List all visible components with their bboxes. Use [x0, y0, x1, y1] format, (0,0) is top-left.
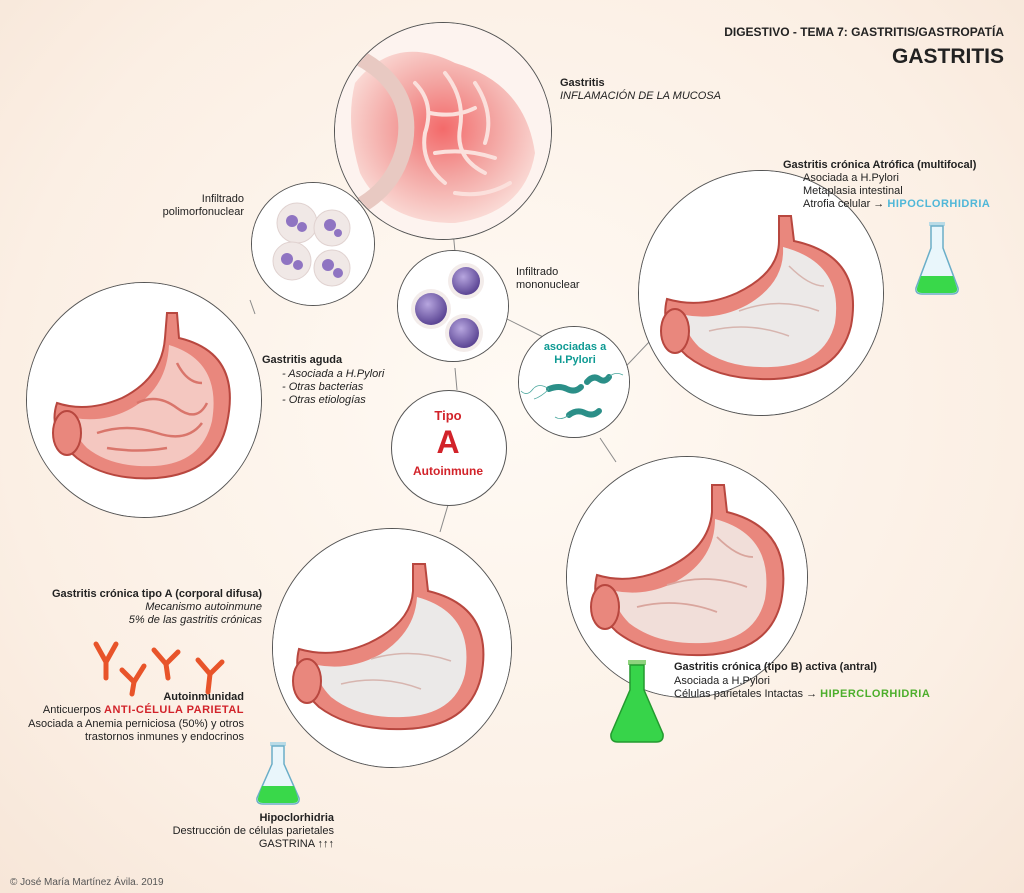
acute-gastritis-circle: [26, 282, 262, 518]
copyright: © José María Martínez Ávila. 2019: [10, 877, 164, 888]
poly-label-2: polimorfonuclear: [162, 206, 244, 218]
type-b-title: Gastritis crónica (tipo B) activa (antra…: [674, 661, 877, 673]
atrophic-line-2: Metaplasia intestinal: [803, 185, 903, 197]
type-b-gastritis-circle: [566, 456, 808, 698]
flask-icon: [610, 660, 664, 743]
chronic-a-line-1: Mecanismo autoinmune: [145, 601, 262, 613]
autoinmune-label: Autoinmune: [413, 464, 483, 478]
type-b-line-1: Asociada a H.Pylori: [674, 675, 770, 687]
hypo-line-1: Destrucción de células parietales: [172, 825, 334, 837]
atrophic-gastritis-circle: [638, 170, 884, 416]
hpylori-label-1: asociadas a: [543, 341, 607, 353]
page-title: GASTRITIS: [891, 45, 1004, 68]
mono-label-1: Infiltrado: [516, 266, 559, 278]
stomach-icon: [273, 529, 511, 767]
center-title: Gastritis: [560, 77, 605, 89]
chronic-a-title: Gastritis crónica tipo A (corporal difus…: [51, 588, 262, 600]
anti-celula-parietal-highlight: ANTI-CÉLULA PARIETAL: [104, 704, 244, 716]
lymphocyte-icon: [398, 251, 508, 361]
tipo-letter: A: [436, 424, 460, 460]
autoimmunity-line-1: Anticuerpos ANTI-CÉLULA PARIETAL: [42, 704, 244, 716]
stomach-icon: [567, 457, 807, 697]
bacteria-icon: [519, 327, 629, 437]
chronic-a-line-2: 5% de las gastritis crónicas: [128, 614, 262, 626]
autoimmunity-line-3: trastornos inmunes y endocrinos: [85, 731, 244, 743]
mononuclear-circle: [397, 250, 509, 362]
autoimmunity-title: Autoinmunidad: [163, 691, 244, 703]
hypo-line-2: GASTRINA ↑↑↑: [258, 838, 334, 850]
acute-title: Gastritis aguda: [262, 354, 343, 366]
flask-icon: [915, 222, 959, 295]
acute-item: - Otras etiologías: [282, 394, 366, 406]
hpylori-label-2: H.Pylori: [554, 354, 596, 366]
hiperclorhidria-highlight: HIPERCLORHIDRIA: [820, 688, 931, 700]
hypo-title: Hipoclorhidria: [259, 812, 334, 824]
hpylori-circle: [518, 326, 630, 438]
acute-item: - Otras bacterias: [282, 381, 364, 393]
atrophic-line-1: Asociada a H.Pylori: [803, 172, 899, 184]
mucosa-circle: [334, 22, 552, 240]
neutrophil-icon: [252, 183, 374, 305]
stomach-icon: [639, 171, 883, 415]
tipo-a-circle: [391, 390, 507, 506]
tipo-label: Tipo: [434, 408, 462, 423]
hipoclorhidria-highlight: HIPOCLORHIDRIA: [887, 198, 991, 210]
poly-label-1: Infiltrado: [201, 193, 244, 205]
acute-item: - Asociada a H.Pylori: [282, 368, 385, 380]
flask-icon: [256, 742, 300, 805]
mono-label-2: mononuclear: [516, 279, 580, 291]
type-b-line-2: Células parietales Intactas → HIPERCLORH…: [674, 688, 931, 700]
header-subtitle: DIGESTIVO - TEMA 7: GASTRITIS/GASTROPATÍ…: [724, 25, 1004, 39]
antibody-icon: [93, 641, 225, 697]
autoimmunity-line-2: Asociada a Anemia perniciosa (50%) y otr…: [28, 718, 244, 730]
stomach-icon: [27, 283, 261, 517]
polymorphonuclear-circle: [251, 182, 375, 306]
atrophic-line-3: Atrofia celular → HIPOCLORHIDRIA: [803, 198, 991, 210]
center-subtitle: INFLAMACIÓN DE LA MUCOSA: [560, 90, 721, 102]
atrophic-title: Gastritis crónica Atrófica (multifocal): [783, 159, 977, 171]
chronic-type-a-circle: [272, 528, 512, 768]
